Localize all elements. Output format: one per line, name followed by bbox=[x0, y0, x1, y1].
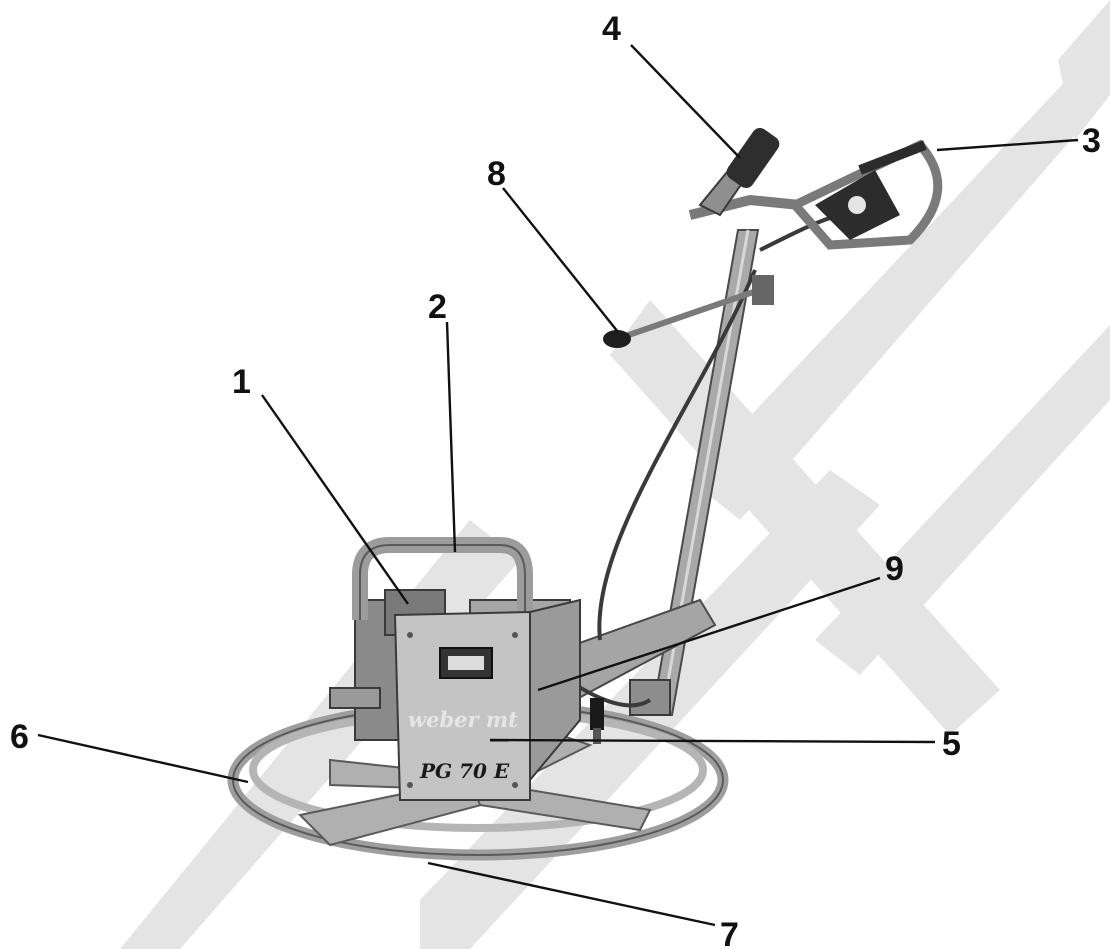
leader-line-3 bbox=[936, 138, 1079, 152]
callout-labels: 1 2 3 4 5 6 7 8 9 bbox=[10, 10, 1101, 949]
callout-7: 7 bbox=[720, 916, 739, 949]
pitch-adjust-lever bbox=[603, 275, 774, 348]
callout-2: 2 bbox=[428, 288, 447, 326]
callout-9: 9 bbox=[885, 550, 904, 588]
leader-lines bbox=[37, 44, 1079, 927]
callout-5: 5 bbox=[942, 725, 961, 763]
callout-6: 6 bbox=[10, 718, 29, 756]
throttle-loop bbox=[787, 139, 943, 250]
brand-logo: weber mt bbox=[408, 707, 518, 732]
callout-4: 4 bbox=[602, 10, 621, 48]
leader-line-1 bbox=[261, 394, 409, 605]
leader-line-6 bbox=[37, 733, 249, 784]
leader-line-9 bbox=[537, 576, 881, 692]
handlebar bbox=[688, 127, 801, 220]
leader-line-2 bbox=[445, 321, 457, 553]
callout-1: 1 bbox=[232, 363, 251, 401]
model-plate: PG 70 E bbox=[419, 759, 510, 783]
callout-3: 3 bbox=[1082, 122, 1101, 160]
callout-8: 8 bbox=[487, 155, 506, 193]
leader-line-4 bbox=[630, 44, 741, 159]
pole-base-bracket bbox=[558, 598, 717, 716]
leader-line-8 bbox=[502, 187, 619, 333]
side-housing bbox=[529, 598, 604, 783]
leader-line-7 bbox=[427, 861, 716, 927]
gearbox-front-plate: weber mt PG 70 E bbox=[393, 610, 531, 801]
leader-line-5 bbox=[489, 738, 936, 744]
